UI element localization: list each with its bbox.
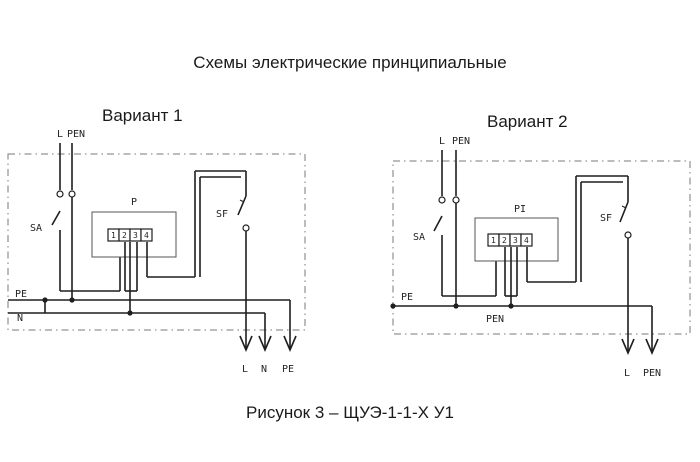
variant2-terminal-3: 3: [513, 236, 518, 245]
variant1-input-l: L: [57, 129, 63, 140]
variant2-pen-contact: [452, 196, 460, 204]
variant1-sa-switch: [51, 210, 61, 226]
variant1-node-pe: [42, 297, 48, 303]
variant1-pe-label: PE: [15, 289, 27, 300]
variant2-terminal-4: 4: [524, 236, 529, 245]
variant1-output-pe: PE: [282, 364, 294, 375]
variant1-terminal-1: 1: [111, 231, 116, 240]
variant2-meter-label: PI: [514, 204, 526, 215]
variant1-title: Вариант 1: [102, 106, 183, 125]
variant2-sf-breaker: [619, 201, 629, 223]
variant1-output-l: L: [242, 364, 248, 375]
variant2-sa-label: SA: [413, 232, 425, 243]
variant2-terminal-1: 1: [491, 236, 496, 245]
variant1-input-pen: PEN: [67, 129, 85, 140]
variant2-output-pen: PEN: [643, 368, 661, 379]
variant1-pen-contact: [68, 190, 76, 198]
variant2-pe-label: PE: [401, 292, 413, 303]
variant2-output-l: L: [624, 368, 630, 379]
variant2-frame: [392, 160, 691, 335]
variant2-title: Вариант 2: [487, 112, 568, 131]
variant2-input-l: L: [439, 136, 445, 147]
variant2-sf-label: SF: [600, 213, 612, 224]
variant1-output-n: N: [261, 364, 267, 375]
page-title: Схемы электрические принципиальные: [193, 53, 507, 72]
variant1-sf-breaker: [237, 195, 247, 216]
variant1-sa-label: SA: [30, 223, 42, 234]
variant2-node-pen: [453, 303, 459, 309]
figure-caption: Рисунок 3 – ЩУЭ-1-1-Х У1: [246, 403, 454, 422]
variant2-sa-contact: [438, 196, 446, 204]
variant2-pen-bus-label: PEN: [486, 314, 504, 325]
variant1-sa-contact: [56, 190, 64, 198]
variant2-terminal-2: 2: [502, 236, 507, 245]
variant2-input-pen: PEN: [452, 136, 470, 147]
variant2-diagram: L PEN SA PE PEN PI: [390, 136, 691, 379]
variant1-meter-label: P: [131, 197, 137, 208]
variant1-sf-label: SF: [216, 209, 228, 220]
variant1-frame: [7, 153, 306, 331]
variant1-terminal-3: 3: [133, 231, 138, 240]
variant1-node-pen: [69, 297, 75, 303]
variant2-sa-switch: [433, 215, 443, 232]
variant1-terminal-4: 4: [144, 231, 149, 240]
variant1-n-label: N: [17, 313, 23, 324]
variant1-diagram: L PEN SA PE N P: [7, 129, 306, 375]
variant1-terminal-2: 2: [122, 231, 127, 240]
